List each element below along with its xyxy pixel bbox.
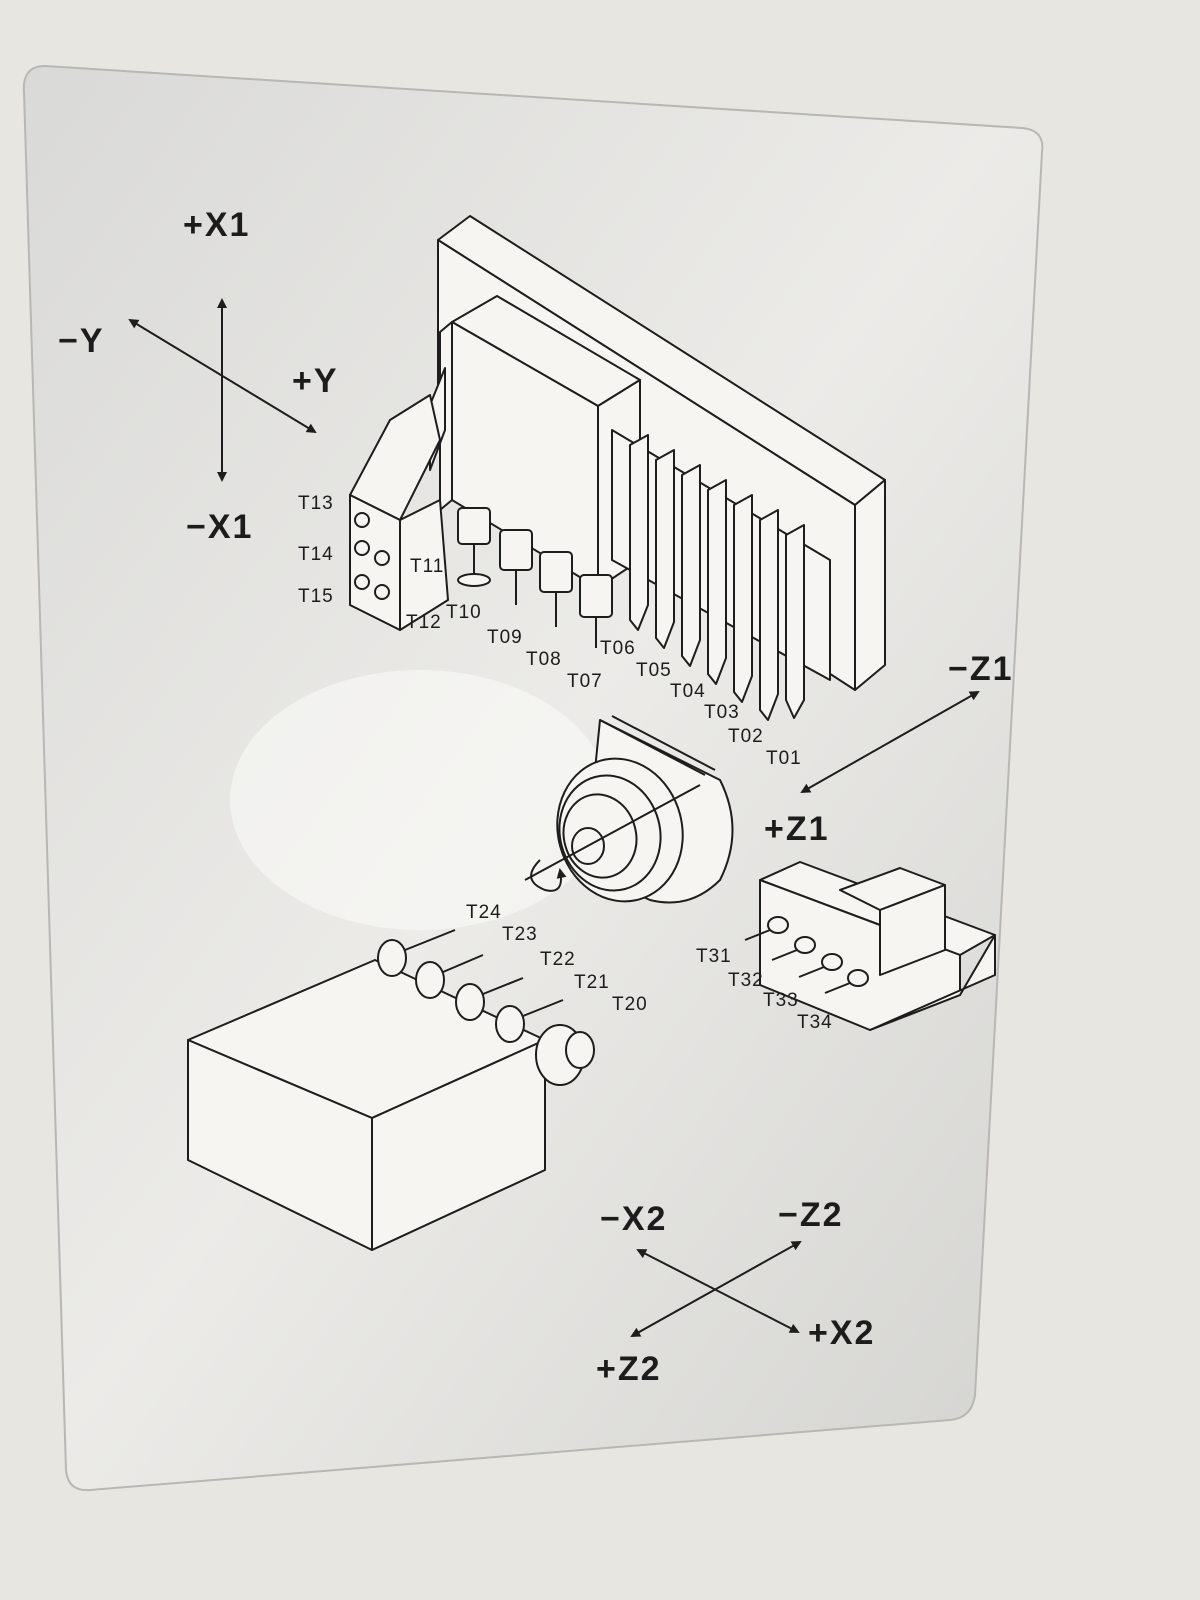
axis-label-minus-z1: −Z1 (948, 650, 1014, 688)
z2-axis-arrow (630, 1241, 802, 1337)
tool-label-t12: T12 (406, 612, 442, 633)
tool-label-t05: T05 (636, 660, 672, 681)
lower-tool-block (187, 929, 595, 1251)
tool-label-t13: T13 (298, 493, 334, 514)
y-axis-tool-block (349, 394, 449, 631)
tool-label-t24: T24 (466, 902, 502, 923)
tool-hole-icon (374, 584, 390, 600)
tool-label-t10: T10 (446, 602, 482, 623)
drill-tool-holders (457, 507, 613, 648)
drill-holders (744, 916, 869, 994)
axis-label-minus-z2: −Z2 (778, 1196, 844, 1234)
axis-label-plus-x1: +X1 (183, 206, 250, 244)
tool-label-t23: T23 (502, 924, 538, 945)
tool-hole-icon (354, 574, 370, 590)
tool-label-t15: T15 (298, 586, 334, 607)
tool-label-t31: T31 (696, 946, 732, 967)
axis-label-plus-y: +Y (292, 362, 339, 400)
tool-label-t20: T20 (612, 994, 648, 1015)
axis-label-minus-y: −Y (58, 322, 105, 360)
z1-axis-arrow (800, 691, 980, 793)
tool-label-t11: T11 (410, 556, 444, 577)
tool-label-t22: T22 (540, 949, 576, 970)
tool-label-t07: T07 (567, 671, 603, 692)
x1-y-axis-indicator (128, 298, 317, 482)
right-tool-block (744, 861, 996, 1031)
plate-glare (230, 670, 610, 930)
axis-label-minus-x1: −X1 (186, 508, 253, 546)
tool-hole-icon (354, 540, 370, 556)
axis-label-plus-z2: +Z2 (596, 1350, 662, 1388)
tool-label-t21: T21 (574, 972, 610, 993)
tool-label-t03: T03 (704, 702, 740, 723)
tool-label-t32: T32 (728, 970, 764, 991)
tool-label-t33: T33 (763, 990, 799, 1011)
tool-hole-icon (374, 550, 390, 566)
y-axis-arrow (128, 318, 317, 434)
tool-label-t34: T34 (797, 1012, 833, 1033)
tool-label-t08: T08 (526, 649, 562, 670)
tool-label-t02: T02 (728, 726, 764, 747)
axis-label-plus-x2: +X2 (808, 1314, 875, 1352)
x2-z2-axis-indicator (630, 1241, 802, 1337)
tool-label-t06: T06 (600, 638, 636, 659)
tool-label-t01: T01 (766, 748, 802, 769)
main-spindle-chuck (524, 715, 734, 904)
tool-label-t14: T14 (298, 544, 334, 565)
axis-label-plus-z1: +Z1 (764, 810, 830, 848)
tool-label-t04: T04 (670, 681, 706, 702)
axis-label-minus-x2: −X2 (600, 1200, 667, 1238)
turning-tool-blades (629, 434, 805, 721)
tool-label-t09: T09 (487, 627, 523, 648)
tool-hole-icon (354, 512, 370, 528)
